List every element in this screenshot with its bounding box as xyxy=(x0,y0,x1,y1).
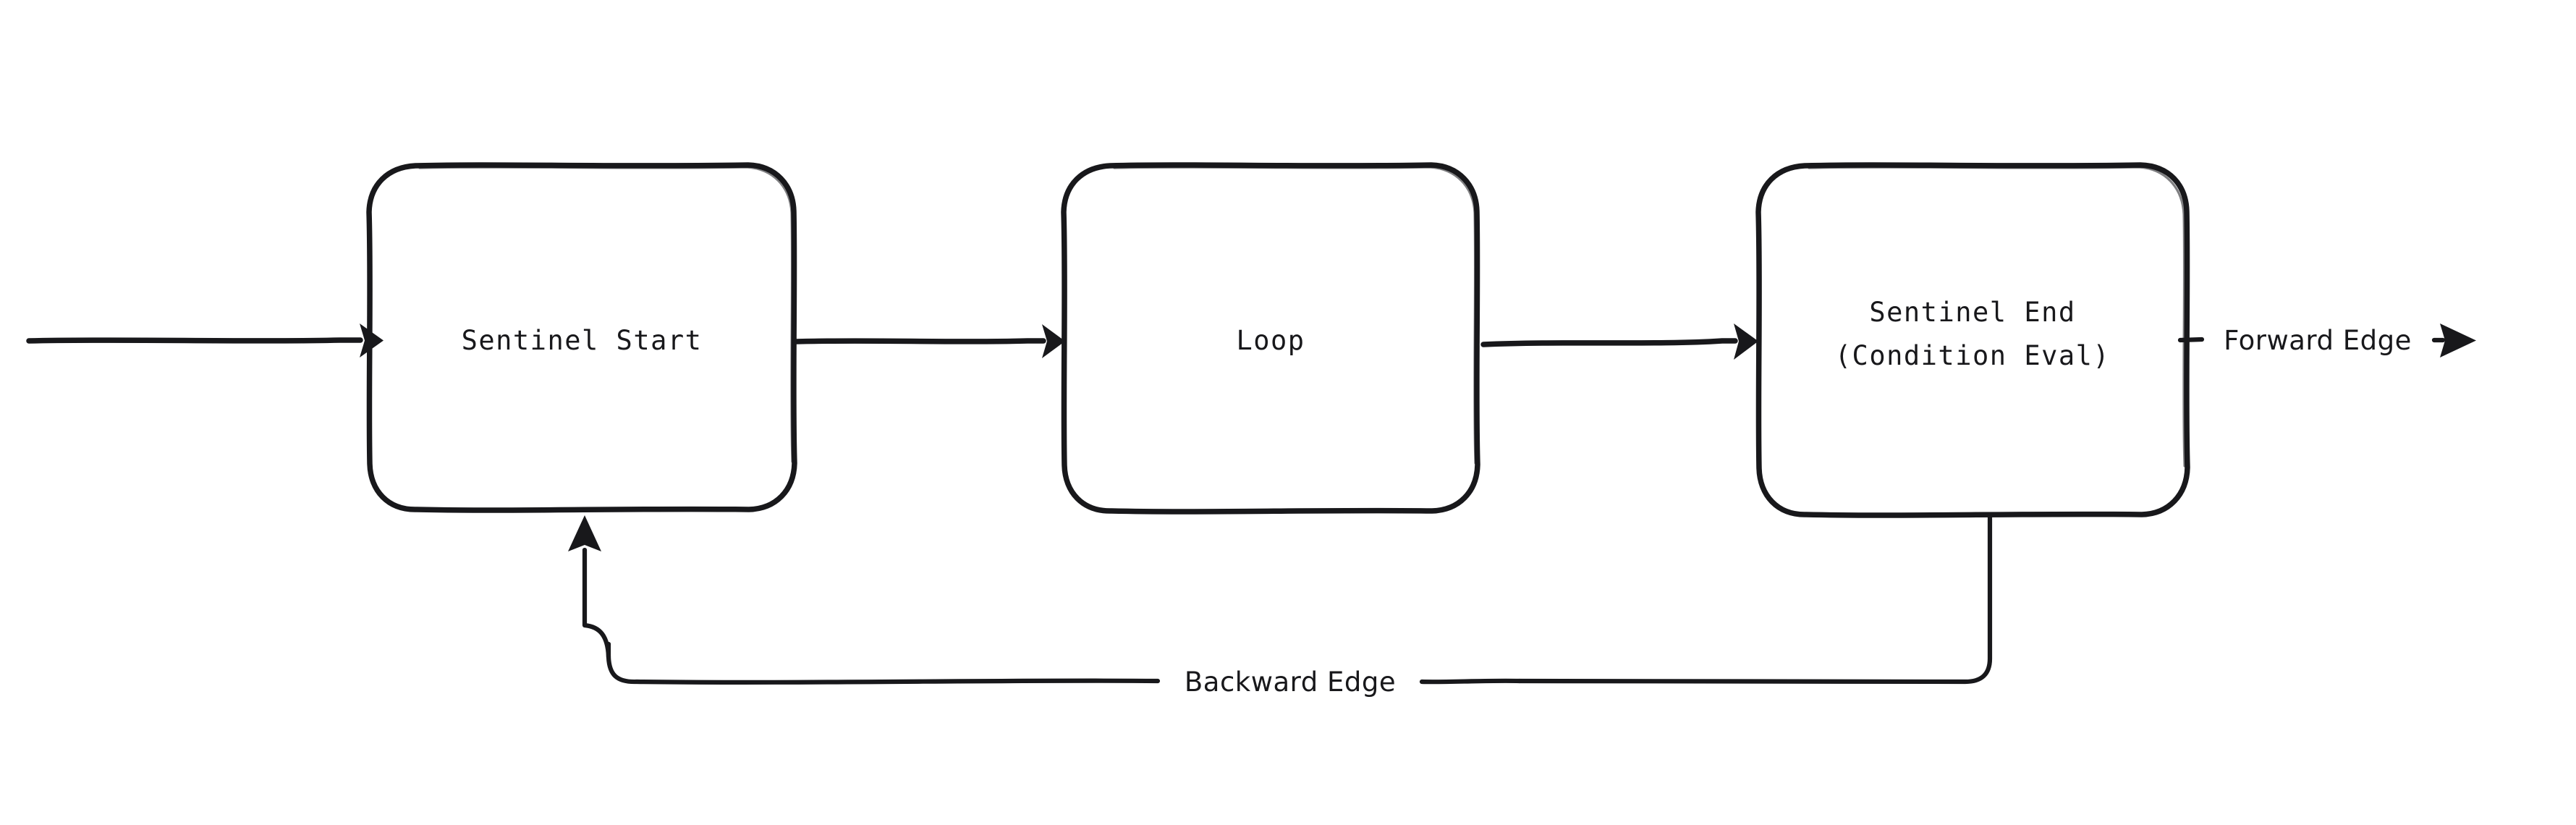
loop-to-end-arrowhead xyxy=(1734,323,1758,360)
backward-edge-arrowhead xyxy=(568,515,601,551)
edge-entry-edge xyxy=(26,323,384,358)
sentinel-start-label: Sentinel Start xyxy=(462,325,703,356)
sentinel-end-label-line-1: Sentinel End xyxy=(1869,297,2075,328)
sentinel-end-box-sketch-overlay xyxy=(1808,166,2186,468)
node-loop[interactable]: Loop xyxy=(1061,162,1480,515)
edge-backward-edge: Backward Edge xyxy=(568,515,1993,698)
start-to-loop-arrowhead xyxy=(1042,324,1065,358)
backward-edge-right-segment xyxy=(1517,515,1993,685)
forward-edge-label: Forward Edge xyxy=(2224,325,2412,356)
forward-edge-arrowhead xyxy=(2440,323,2476,358)
sentinel-end-box-outline xyxy=(1755,162,2190,518)
forward-edge-stub-line xyxy=(2177,337,2205,343)
entry-edge-line xyxy=(26,337,363,344)
sentinel-start-box-sketch-overlay xyxy=(418,166,794,463)
loop-label: Loop xyxy=(1236,325,1305,356)
backward-edge-label: Backward Edge xyxy=(1185,667,1396,698)
sentinel-start-box-outline xyxy=(366,162,797,513)
start-to-loop-line xyxy=(793,338,1046,344)
edge-forward-edge: Forward Edge xyxy=(2177,323,2476,358)
loop-box-outline xyxy=(1061,162,1480,515)
edge-loop-to-end xyxy=(1480,323,1758,360)
sentinel-end-label-line-2: (Condition Eval) xyxy=(1835,340,2110,371)
backward-edge-left-segment xyxy=(582,547,611,660)
backward-edge-bottom-left-run xyxy=(606,641,1161,685)
loop-to-end-line xyxy=(1480,338,1738,347)
edge-start-to-loop xyxy=(793,324,1065,358)
loop-box-sketch-overlay xyxy=(1113,166,1477,465)
node-sentinel-end[interactable]: Sentinel End (Condition Eval) xyxy=(1755,162,2190,518)
node-sentinel-start[interactable]: Sentinel Start xyxy=(366,162,797,513)
backward-edge-bottom-right-run xyxy=(1419,678,1522,685)
